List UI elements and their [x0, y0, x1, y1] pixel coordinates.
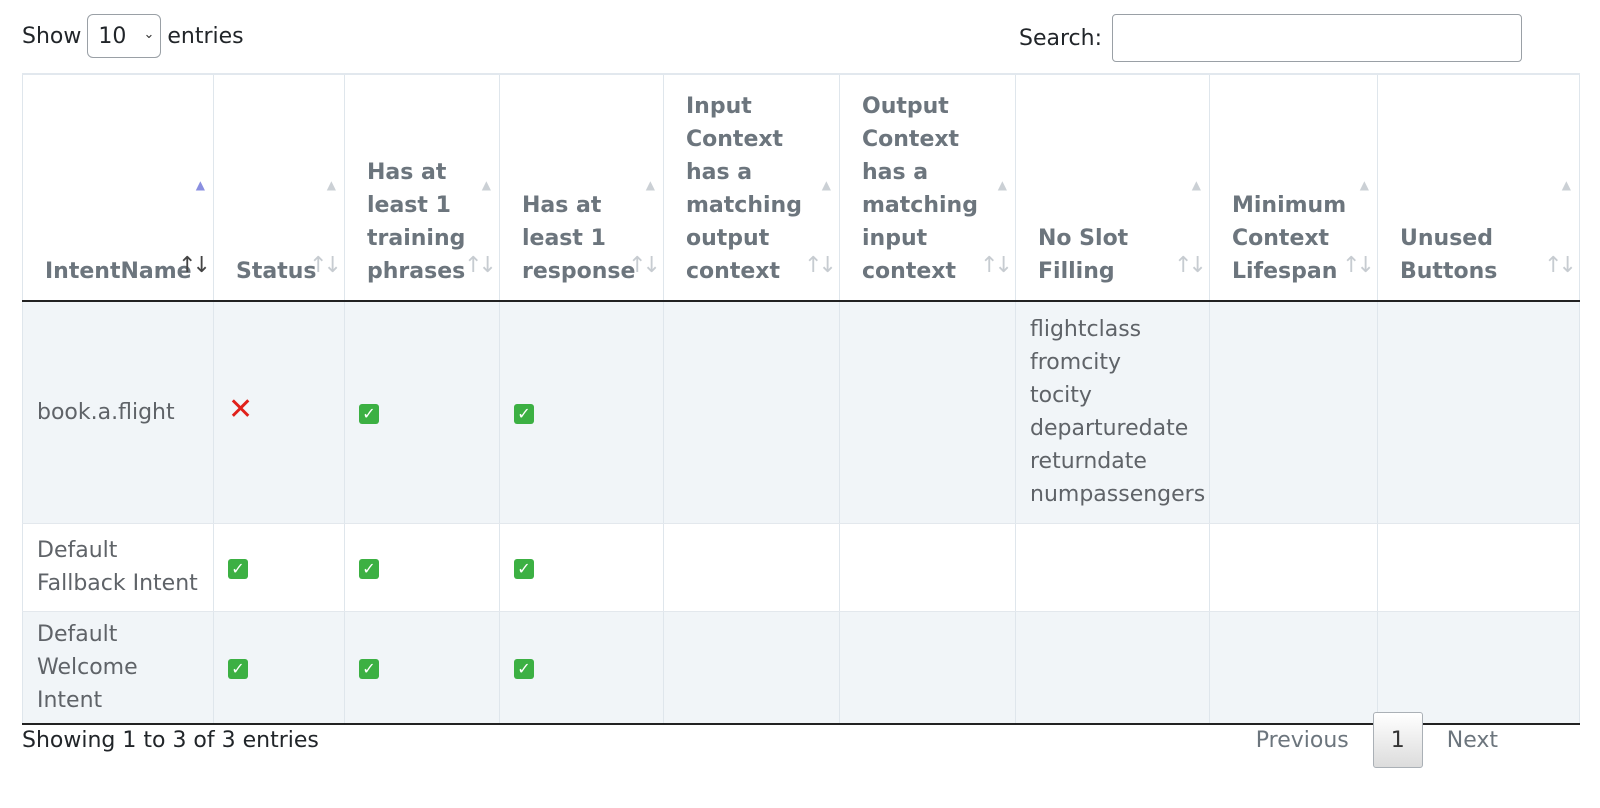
column-header-label: Input Context has a matching output cont…	[686, 94, 802, 284]
intents-table: IntentName ▲ ↑↓ Status ▲ ↑↓ Has at least…	[22, 73, 1580, 725]
sort-triangle-icon: ▲	[645, 178, 655, 192]
sort-triangle-icon: ▲	[821, 178, 831, 192]
sort-triangle-icon: ▲	[1191, 178, 1201, 192]
column-header-training-phrases[interactable]: Has at least 1 training phrases ▲ ↑↓	[344, 74, 500, 302]
chevron-down-icon: ⌄	[143, 27, 155, 42]
sort-triangle-icon: ▲	[326, 178, 336, 192]
sort-icon: ↑↓	[804, 253, 837, 278]
sort-icon: ↑↓	[1544, 253, 1577, 278]
entries-length-control: Show 10 ⌄ entries	[22, 14, 244, 58]
sort-triangle-icon: ▲	[481, 178, 491, 192]
show-label: Show	[22, 23, 82, 49]
table-row: Default Welcome Intent ✓ ✓ ✓	[22, 611, 1580, 725]
column-header-label: Has at least 1 response	[522, 193, 636, 284]
slot-item: tocity	[1030, 383, 1092, 409]
output-context-cell	[839, 523, 1016, 612]
sort-asc-icon: ▲	[195, 178, 205, 192]
response-cell: ✓	[499, 523, 664, 612]
intent-name-cell: book.a.flight	[22, 301, 214, 524]
unused-buttons-cell	[1377, 523, 1580, 612]
sort-icon: ↑↓	[980, 253, 1013, 278]
sort-triangle-icon: ▲	[1561, 178, 1571, 192]
input-context-cell	[663, 523, 840, 612]
search-label: Search:	[1019, 25, 1102, 51]
table-info: Showing 1 to 3 of 3 entries	[22, 728, 319, 753]
intent-name-cell: Default Welcome Intent	[22, 611, 214, 725]
column-header-label: Output Context has a matching input cont…	[862, 94, 978, 284]
page-button-1[interactable]: 1	[1372, 712, 1423, 768]
check-icon: ✓	[514, 658, 534, 679]
search-input[interactable]	[1112, 14, 1522, 62]
check-icon: ✓	[514, 403, 534, 424]
sort-icon: ↑↓	[1174, 253, 1207, 278]
min-context-lifespan-cell	[1209, 611, 1378, 725]
pagination: Previous 1 Next	[1232, 712, 1522, 768]
next-button[interactable]: Next	[1446, 727, 1498, 753]
column-header-label: Unused Buttons	[1400, 226, 1498, 284]
column-header-status[interactable]: Status ▲ ↑↓	[213, 74, 345, 302]
sort-icon: ↑↓	[178, 253, 211, 278]
sort-icon: ↑↓	[628, 253, 661, 278]
column-header-intentname[interactable]: IntentName ▲ ↑↓	[22, 74, 214, 302]
entries-label: entries	[167, 23, 244, 49]
cross-icon: ✕	[228, 392, 254, 428]
training-phrases-cell: ✓	[344, 611, 500, 725]
column-header-label: IntentName	[45, 259, 192, 284]
sort-triangle-icon: ▲	[1359, 178, 1369, 192]
check-icon: ✓	[359, 558, 379, 579]
entries-select[interactable]: 10 ⌄	[87, 14, 162, 58]
slot-item: returndate	[1030, 449, 1147, 475]
column-header-label: No Slot Filling	[1038, 226, 1129, 284]
input-context-cell	[663, 611, 840, 725]
check-icon: ✓	[359, 403, 379, 424]
column-header-label: Has at least 1 training phrases	[367, 160, 466, 284]
column-header-label: Status	[236, 259, 317, 284]
intent-name-cell: Default Fallback Intent	[22, 523, 214, 612]
sort-icon: ↑↓	[309, 253, 342, 278]
check-icon: ✓	[514, 558, 534, 579]
response-cell: ✓	[499, 611, 664, 725]
sort-icon: ↑↓	[464, 253, 497, 278]
table-row: Default Fallback Intent ✓ ✓ ✓	[22, 523, 1580, 612]
check-icon: ✓	[359, 658, 379, 679]
status-cell: ✕	[213, 301, 345, 524]
unused-buttons-cell	[1377, 611, 1580, 725]
slot-item: numpassengers	[1030, 482, 1206, 508]
sort-triangle-icon: ▲	[997, 178, 1007, 192]
no-slot-filling-cell	[1015, 611, 1210, 725]
check-icon: ✓	[228, 658, 248, 679]
column-header-input-context[interactable]: Input Context has a matching output cont…	[663, 74, 840, 302]
check-icon: ✓	[228, 558, 248, 579]
min-context-lifespan-cell	[1209, 301, 1378, 524]
no-slot-filling-cell	[1015, 523, 1210, 612]
unused-buttons-cell	[1377, 301, 1580, 524]
no-slot-filling-cell: flightclass fromcity tocity departuredat…	[1015, 301, 1210, 524]
output-context-cell	[839, 301, 1016, 524]
input-context-cell	[663, 301, 840, 524]
sort-icon: ↑↓	[1342, 253, 1375, 278]
status-cell: ✓	[213, 523, 345, 612]
column-header-unused-buttons[interactable]: Unused Buttons ▲ ↑↓	[1377, 74, 1580, 302]
entries-select-value: 10	[98, 23, 127, 49]
output-context-cell	[839, 611, 1016, 725]
table-row: book.a.flight ✕ ✓ ✓ flightclass fromcity…	[22, 301, 1580, 524]
status-cell: ✓	[213, 611, 345, 725]
training-phrases-cell: ✓	[344, 523, 500, 612]
column-header-no-slot-filling[interactable]: No Slot Filling ▲ ↑↓	[1015, 74, 1210, 302]
response-cell: ✓	[499, 301, 664, 524]
training-phrases-cell: ✓	[344, 301, 500, 524]
column-header-response[interactable]: Has at least 1 response ▲ ↑↓	[499, 74, 664, 302]
slot-item: departuredate	[1030, 416, 1189, 442]
column-header-min-context-lifespan[interactable]: Minimum Context Lifespan ▲ ↑↓	[1209, 74, 1378, 302]
slot-item: fromcity	[1030, 350, 1122, 376]
column-header-label: Minimum Context Lifespan	[1232, 193, 1347, 284]
column-header-output-context[interactable]: Output Context has a matching input cont…	[839, 74, 1016, 302]
previous-button[interactable]: Previous	[1255, 727, 1349, 753]
search-control: Search:	[1019, 14, 1522, 62]
min-context-lifespan-cell	[1209, 523, 1378, 612]
header-row: IntentName ▲ ↑↓ Status ▲ ↑↓ Has at least…	[22, 74, 1580, 302]
slot-item: flightclass	[1030, 317, 1142, 343]
